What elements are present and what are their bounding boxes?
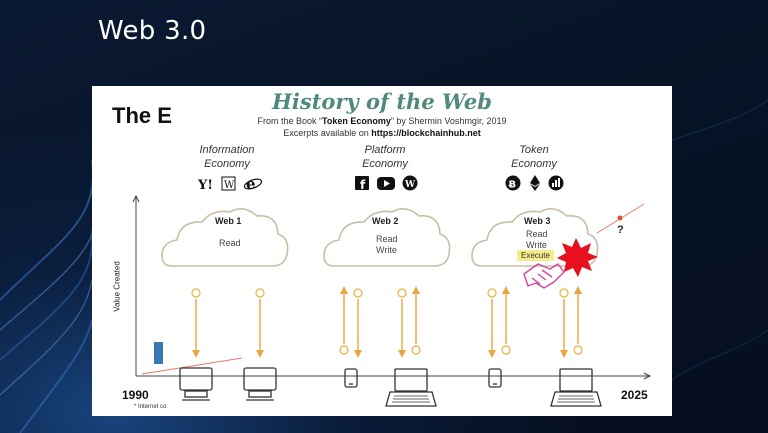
yahoo-icon: Y! (197, 178, 213, 193)
value-created-axis-label: Value Created (112, 261, 122, 312)
history-of-web-image: The E Y! W e f (92, 86, 672, 416)
economy-line1: Platform (364, 144, 406, 156)
web2-write: Write (376, 245, 397, 255)
wordpress-glyph: W (404, 180, 416, 190)
economy-line2: Economy (204, 158, 250, 170)
footnote: * Internet co (134, 404, 167, 410)
wikipedia-glyph: W (224, 180, 235, 191)
web3-label: Web 3 (524, 216, 550, 226)
bitcoin-glyph: Ƀ (509, 180, 517, 191)
web1-label: Web 1 (215, 216, 241, 226)
laptop-icon-2 (550, 368, 602, 407)
economy-line2: Economy (362, 158, 408, 170)
phone-icon-2 (488, 368, 502, 388)
slide-title: Web 3.0 (98, 16, 207, 46)
bitcoin-icon: Ƀ (505, 175, 521, 191)
desktop-computer-icon (179, 367, 213, 401)
diagram-graphics: Y! W e f W Ƀ (132, 175, 652, 407)
economy-line2: Economy (511, 158, 557, 170)
excerpts-line: Excerpts available on https://blockchain… (222, 127, 542, 139)
web2-label: Web 2 (372, 216, 398, 226)
trend-dot (617, 215, 623, 221)
economy-line1: Token (519, 144, 549, 156)
desktop-computer-icon-2 (243, 367, 277, 401)
wordpress-icon: W (402, 175, 418, 191)
start-year-label: 1990 (122, 388, 149, 402)
platform-economy-label: Platform Economy (335, 143, 435, 171)
excerpts-url: https://blockchainhub.net (371, 128, 481, 138)
diagram-header: History of the Web From the Book “Token … (222, 89, 542, 139)
book-credit: From the Book “Token Economy” by Shermin… (222, 115, 542, 127)
book-credit-suffix: ” by Shermin Voshmgir, 2019 (390, 116, 507, 126)
web3-read: Read (526, 229, 548, 239)
web3-write: Write (526, 240, 547, 250)
yahoo-glyph: Y! (197, 178, 213, 193)
starburst-icon (557, 238, 598, 277)
time-axis (136, 372, 652, 380)
ethereum-icon (530, 175, 540, 191)
web1-read: Read (219, 238, 241, 248)
obscured-heading: The E (112, 103, 172, 128)
facebook-icon: f (355, 176, 369, 192)
value-axis (132, 194, 140, 376)
book-title: Token Economy (322, 116, 391, 126)
laptop-icon (385, 368, 437, 407)
book-credit-prefix: From the Book “ (257, 116, 323, 126)
web2-read: Read (376, 234, 398, 244)
web2-cloud: Web 2 Read Write (323, 208, 451, 267)
excerpts-prefix: Excerpts available on (283, 128, 372, 138)
chart-token-icon (548, 175, 564, 191)
wikipedia-icon: W (221, 176, 236, 191)
youtube-icon (377, 177, 395, 190)
web3-execute-highlight: Execute (517, 250, 554, 261)
node-sun-icons (191, 288, 583, 355)
facebook-glyph: f (360, 178, 366, 192)
partial-icon-fragment (154, 342, 163, 364)
diagram-title: History of the Web (272, 89, 492, 114)
token-economy-label: Token Economy (484, 143, 584, 171)
end-year-label: 2025 (621, 388, 648, 402)
data-flow-arrows (192, 286, 582, 358)
future-question-mark: ? (617, 224, 624, 236)
internet-explorer-icon: e (243, 175, 263, 193)
information-economy-label: Information Economy (177, 143, 277, 171)
web1-cloud: Web 1 Read (161, 208, 289, 267)
value-trend-line (141, 357, 243, 375)
phone-icon (344, 368, 358, 388)
handshake-icon (523, 263, 565, 289)
economy-line1: Information (199, 144, 255, 156)
ie-glyph: e (246, 175, 256, 193)
